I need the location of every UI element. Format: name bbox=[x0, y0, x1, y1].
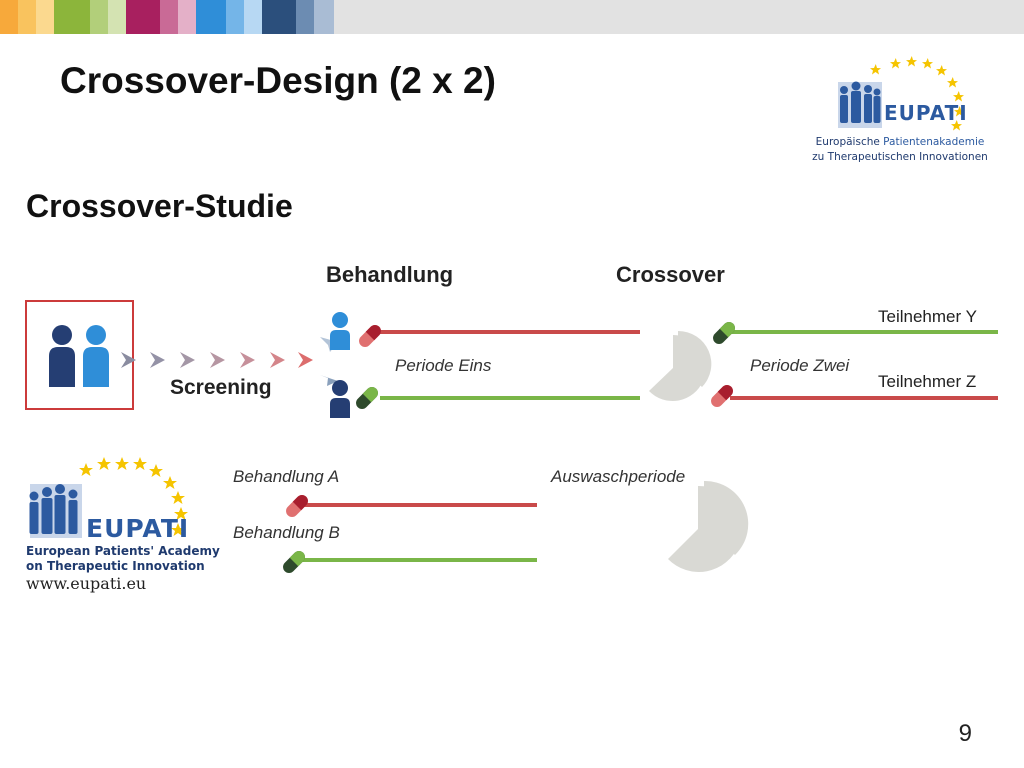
legend-pill-b bbox=[283, 551, 305, 573]
eupati-logo-top: EUPATI Europäische Patientenakademie zu … bbox=[810, 52, 990, 167]
crossover-washout-pie bbox=[649, 330, 712, 401]
crossover-header: Crossover bbox=[616, 262, 725, 287]
eupati-url: www.eupati.eu bbox=[26, 574, 147, 593]
legend-washout: Auswaschperiode bbox=[551, 467, 686, 486]
legend-treatment-b: Behandlung B bbox=[233, 523, 340, 542]
screening-box bbox=[25, 300, 134, 410]
pill-a-period-one bbox=[359, 325, 381, 347]
participant-y-icon bbox=[330, 312, 350, 350]
slide-title: Crossover-Design (2 x 2) bbox=[60, 60, 496, 101]
participants-icon bbox=[49, 325, 109, 387]
pill-a-period-two bbox=[711, 385, 733, 407]
participant-y-label: Teilnehmer Y bbox=[878, 307, 977, 326]
eupati-logo-top-line2: zu Therapeutischen Innovationen bbox=[812, 151, 988, 163]
eupati-logo-top-word: EUPATI bbox=[884, 101, 968, 125]
pill-b-period-one bbox=[356, 387, 378, 409]
participant-z-label: Teilnehmer Z bbox=[878, 372, 977, 391]
screening-arrows bbox=[121, 337, 338, 386]
period-one-label: Periode Eins bbox=[395, 356, 492, 375]
period-two-label: Periode Zwei bbox=[750, 356, 850, 375]
pill-b-period-two bbox=[713, 322, 735, 344]
participant-z-icon bbox=[330, 380, 350, 418]
legend-washout-pie bbox=[668, 480, 749, 572]
legend-pill-a bbox=[286, 495, 308, 517]
treatment-header: Behandlung bbox=[326, 262, 454, 287]
eupati-logo-top-line1: Europäische Patientenakademie bbox=[815, 136, 985, 148]
eupati-logo-bottom-mark: EUPATI bbox=[29, 457, 189, 543]
screening-label: Screening bbox=[170, 376, 272, 399]
legend-treatment-a: Behandlung A bbox=[233, 467, 340, 486]
eupati-logo-bottom-line1: European Patients' Academy bbox=[26, 544, 220, 558]
page-number: 9 bbox=[958, 720, 972, 747]
eupati-logo-bottom-word: EUPATI bbox=[86, 514, 189, 543]
eupati-logo-bottom: EUPATI European Patients' Academy on The… bbox=[22, 456, 222, 596]
crossover-diagram bbox=[25, 300, 998, 573]
eupati-logo-bottom-line2: on Therapeutic Innovation bbox=[26, 559, 205, 573]
slide-subtitle: Crossover-Studie bbox=[26, 188, 293, 224]
eupati-logo-top-mark: EUPATI bbox=[838, 56, 968, 131]
